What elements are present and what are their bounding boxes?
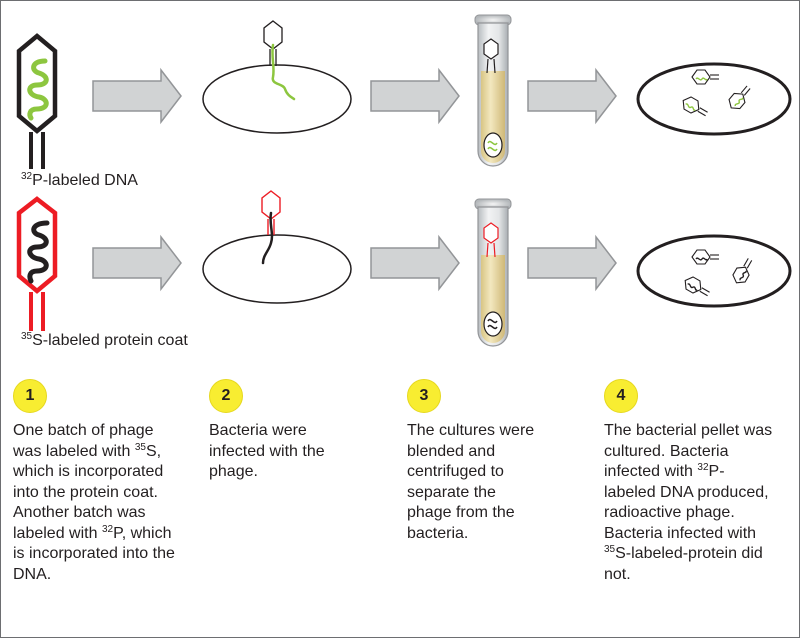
label-32p-dna: 32P-labeled DNA bbox=[21, 171, 138, 191]
arrow-1-bottom bbox=[92, 234, 182, 292]
step-text-fragment: The bacterial pellet was cultured. Bacte… bbox=[604, 422, 773, 480]
arrow-3-top bbox=[527, 67, 617, 125]
culture-nonradioactive-phage bbox=[636, 234, 792, 308]
step-1-text: One batch of phage was labeled with 35S,… bbox=[13, 421, 185, 585]
arrow-1-top bbox=[92, 67, 182, 125]
label-35s-text: S-labeled protein coat bbox=[32, 332, 188, 349]
centrifuge-tube-dna bbox=[474, 14, 512, 167]
centrifuge-tube-protein bbox=[474, 198, 512, 347]
step-1-badge: 1 bbox=[13, 379, 47, 413]
step-text-fragment: S-labeled-protein did not. bbox=[604, 545, 763, 583]
step-3-text: The cultures were blended and centrifuge… bbox=[407, 421, 539, 544]
label-35s-protein-coat: 35S-labeled protein coat bbox=[21, 331, 188, 351]
step-3-badge: 3 bbox=[407, 379, 441, 413]
arrow-2-top bbox=[370, 67, 460, 125]
isotope-superscript: 32 bbox=[697, 462, 709, 473]
label-32p-text: P-labeled DNA bbox=[32, 172, 138, 189]
bacterium-infected-dna bbox=[202, 20, 352, 134]
bacterium-infected-protein bbox=[202, 190, 352, 304]
step-2-badge: 2 bbox=[209, 379, 243, 413]
phage-dna-labeled bbox=[16, 33, 58, 169]
step-4-text: The bacterial pellet was cultured. Bacte… bbox=[604, 421, 774, 585]
step-4-badge: 4 bbox=[604, 379, 638, 413]
culture-radioactive-phage bbox=[636, 62, 792, 136]
step-text-fragment: P-labeled DNA produced, radioactive phag… bbox=[604, 463, 769, 542]
step-text-fragment: One batch of phage was labeled with bbox=[13, 422, 154, 460]
label-35s-isotope: 35 bbox=[21, 331, 33, 342]
arrow-3-bottom bbox=[527, 234, 617, 292]
step-text-fragment: The cultures were blended and centrifuge… bbox=[407, 422, 535, 542]
step-text-fragment: P, which is incorporated into the DNA. bbox=[13, 524, 175, 583]
arrow-2-bottom bbox=[370, 234, 460, 292]
step-text-fragment: S, which is incorporated into the protei… bbox=[13, 442, 164, 542]
phage-protein-labeled bbox=[16, 196, 58, 331]
isotope-superscript: 35 bbox=[604, 544, 616, 555]
isotope-superscript: 32 bbox=[101, 523, 114, 535]
step-2-text: Bacteria were infected with the phage. bbox=[209, 421, 355, 483]
step-text-fragment: Bacteria were infected with the phage. bbox=[209, 422, 325, 480]
isotope-superscript: 35 bbox=[134, 441, 146, 453]
label-32p-isotope: 32 bbox=[21, 171, 33, 182]
